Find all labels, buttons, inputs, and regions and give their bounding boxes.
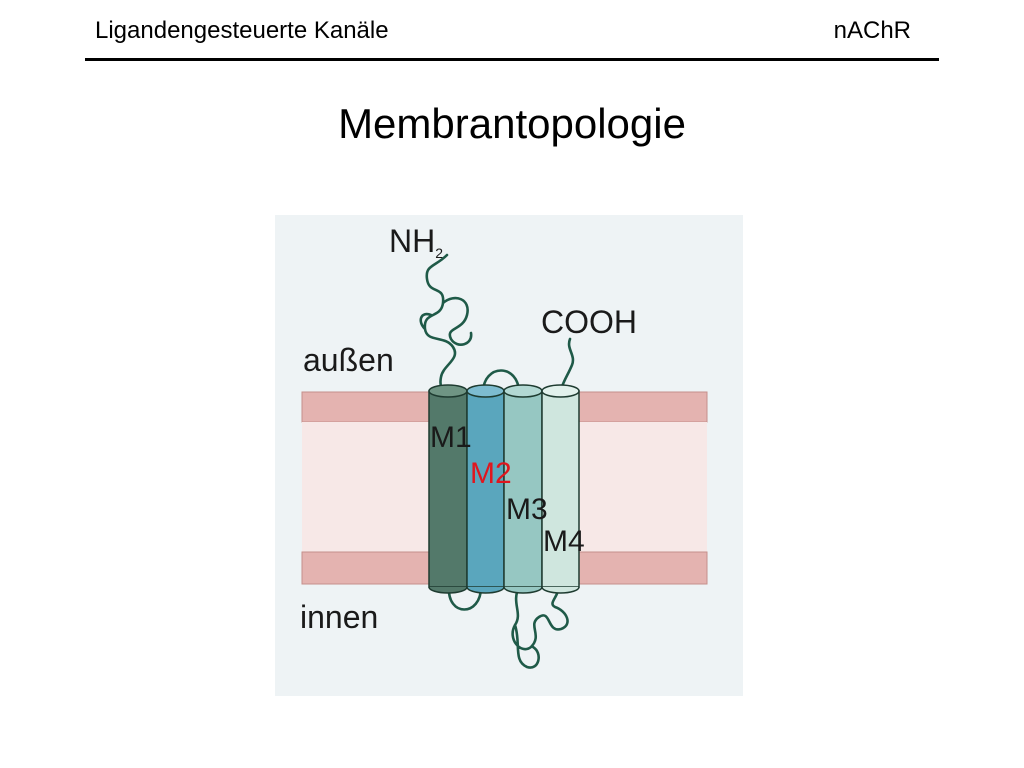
helix-m3	[503, 384, 543, 594]
n-terminal-chain	[419, 253, 473, 395]
membrane-topology-figure: NH2 COOH außen innen M1 M2 M3 M4	[275, 215, 743, 696]
header-subtitle: nAChR	[833, 17, 911, 44]
membrane-topology-diagram: NH2 COOH außen innen M1 M2 M3 M4	[275, 215, 743, 696]
header-title: Ligandengesteuerte Kanäle	[95, 17, 389, 44]
c-terminus-label: COOH	[541, 304, 637, 340]
helix-m4	[541, 384, 580, 594]
inside-label: innen	[300, 599, 378, 635]
intracellular-loop-m1-m2	[447, 585, 483, 611]
helix-m2-label: M2	[470, 457, 512, 490]
slide-title: Membrantopologie	[338, 100, 686, 147]
helix-m1-label: M1	[430, 421, 472, 454]
helix-m3-label: M3	[506, 493, 548, 526]
helix-m1	[428, 384, 468, 594]
outside-label: außen	[303, 342, 394, 378]
n-terminus-label: NH2	[389, 223, 443, 261]
header-divider	[85, 58, 939, 61]
helix-m4-label: M4	[543, 525, 585, 558]
intracellular-loop-m3-m4	[511, 585, 569, 669]
